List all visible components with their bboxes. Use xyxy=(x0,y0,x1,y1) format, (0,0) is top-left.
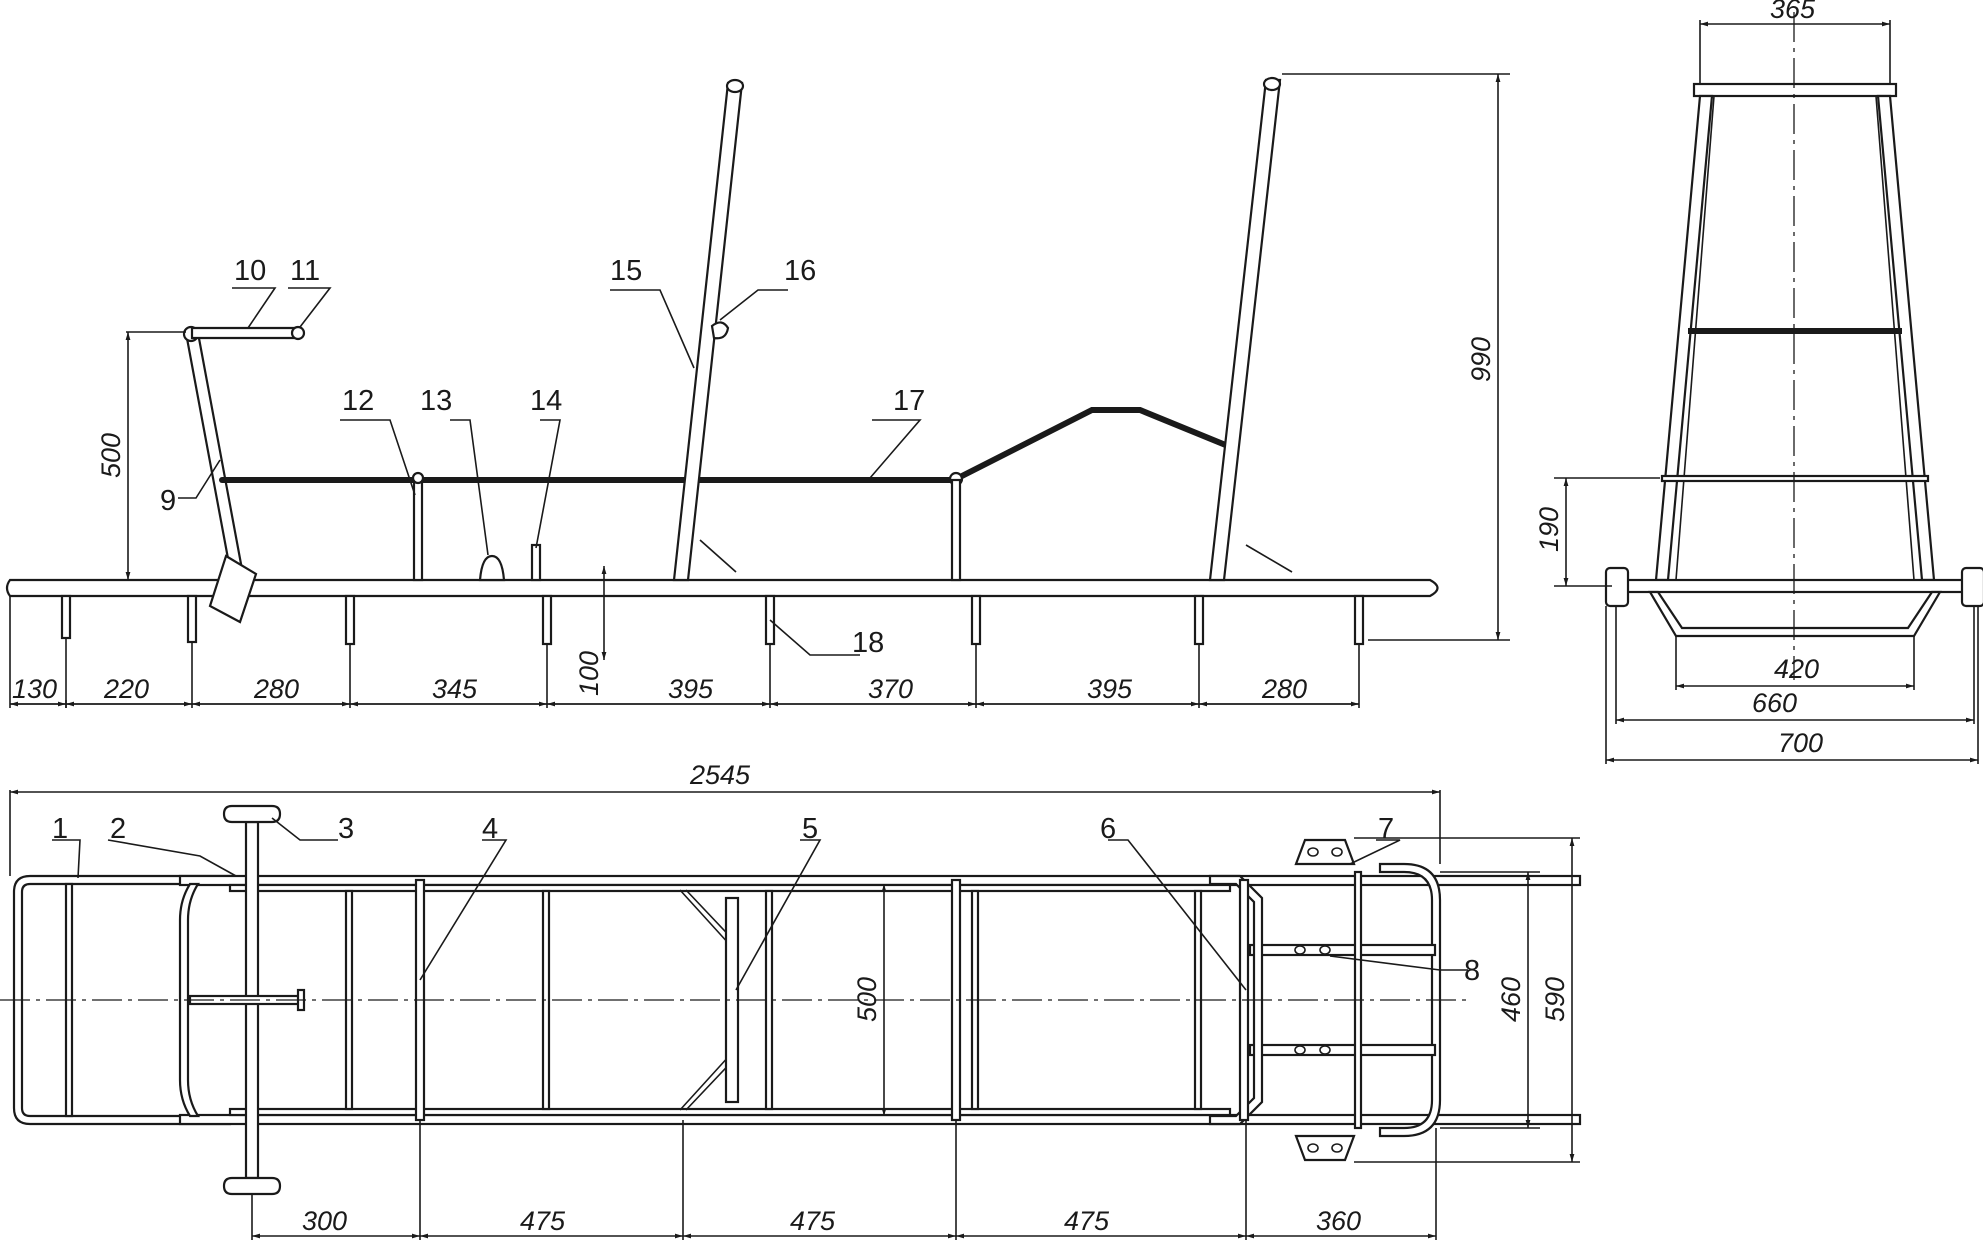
dim-590-width: 590 xyxy=(1540,977,1570,1022)
callout-5: 5 xyxy=(802,813,818,845)
dim-300: 300 xyxy=(302,1206,347,1236)
dim-100-leg: 100 xyxy=(574,651,604,696)
dim-280-b: 280 xyxy=(1261,674,1307,704)
dim-475-b: 475 xyxy=(790,1206,836,1236)
side-legs xyxy=(60,594,1365,646)
callout-6: 6 xyxy=(1100,813,1116,845)
callout-8: 8 xyxy=(1464,955,1480,987)
dim-660: 660 xyxy=(1752,688,1797,718)
dim-990-height: 990 xyxy=(1466,337,1496,382)
side-mast-front xyxy=(672,81,744,582)
callout-17: 17 xyxy=(893,385,925,417)
side-callout-leaders xyxy=(178,287,922,656)
callout-11: 11 xyxy=(290,255,320,287)
dim-700: 700 xyxy=(1778,728,1823,758)
callout-18: 18 xyxy=(852,627,884,659)
callout-10: 10 xyxy=(234,255,266,287)
side-front-strut xyxy=(184,331,246,582)
dim-475-c: 475 xyxy=(1064,1206,1110,1236)
callout-12: 12 xyxy=(342,385,374,417)
dim-475-a: 475 xyxy=(520,1206,566,1236)
side-front-bracket xyxy=(208,554,258,624)
dim-460-width: 460 xyxy=(1496,977,1526,1022)
side-main-tube xyxy=(5,578,1439,598)
callout-3: 3 xyxy=(338,813,354,845)
dim-370: 370 xyxy=(868,674,913,704)
callout-7: 7 xyxy=(1378,813,1394,845)
callout-16: 16 xyxy=(784,255,816,287)
side-handle xyxy=(190,326,298,340)
callout-2: 2 xyxy=(110,813,126,845)
dim-280-a: 280 xyxy=(253,674,299,704)
dim-365: 365 xyxy=(1770,0,1816,24)
callout-1: 1 xyxy=(52,813,68,845)
dim-500-height: 500 xyxy=(96,433,126,478)
dim-190: 190 xyxy=(1534,507,1564,552)
dim-500-width: 500 xyxy=(852,977,882,1022)
callout-13: 13 xyxy=(420,385,452,417)
dim-420: 420 xyxy=(1774,654,1819,684)
dim-2545: 2545 xyxy=(689,760,751,790)
dim-220: 220 xyxy=(103,674,149,704)
plan-view: 1 2 3 4 5 6 7 8 xyxy=(0,760,1582,1240)
callout-9: 9 xyxy=(160,485,176,517)
callout-4: 4 xyxy=(482,813,498,845)
dim-395-a: 395 xyxy=(668,674,714,704)
side-mast-rear xyxy=(1208,78,1282,582)
callout-15: 15 xyxy=(610,255,642,287)
callout-14: 14 xyxy=(530,385,562,417)
dim-395-b: 395 xyxy=(1087,674,1133,704)
dim-360: 360 xyxy=(1316,1206,1361,1236)
dim-345: 345 xyxy=(432,674,478,704)
side-view: 130 220 280 345 395 370 395 280 500 990 … xyxy=(5,73,1510,708)
end-view: 365 190 420 660 700 xyxy=(1534,0,1983,764)
dim-130: 130 xyxy=(12,674,57,704)
